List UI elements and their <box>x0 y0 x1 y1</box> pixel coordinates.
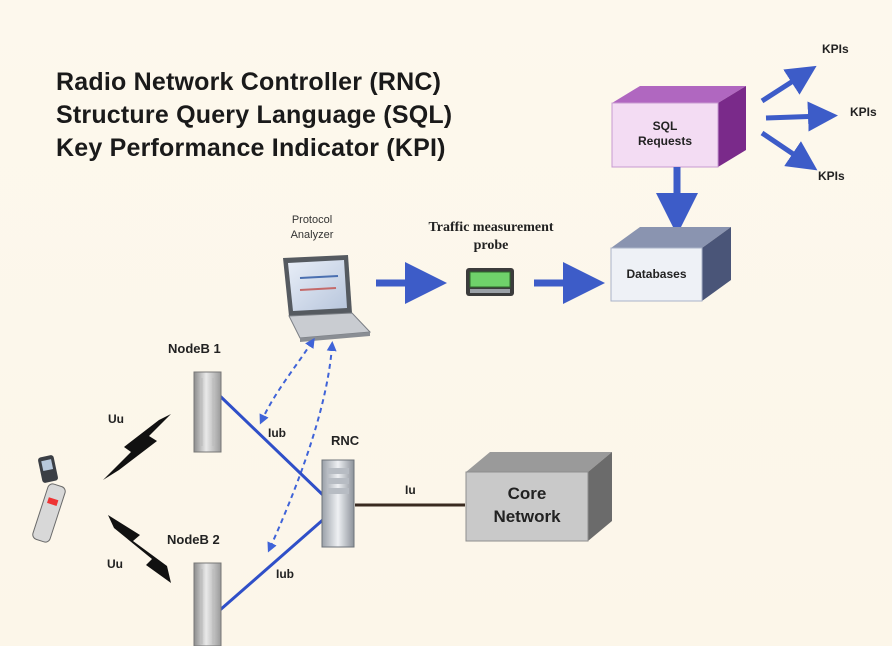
probe-label-line1: Traffic measurement <box>428 220 554 235</box>
nodeb2-tower <box>193 562 222 646</box>
title-kpi: Key Performance Indicator (KPI) <box>56 134 446 162</box>
nodeb1-tower <box>193 371 222 453</box>
sql-box-line1: SQL <box>652 119 678 133</box>
kpi-arrows <box>760 65 838 171</box>
sql-box-line2: Requests <box>637 134 693 148</box>
iu-label: Iu <box>405 483 416 497</box>
uu-bottom-label: Uu <box>107 557 123 571</box>
protocol-analyzer-line2: Analyzer <box>290 229 334 241</box>
uu-top-label: Uu <box>108 412 124 426</box>
protocol-analyzer-line1: Protocol <box>291 214 333 226</box>
radio-links <box>103 414 171 583</box>
probe-device <box>466 268 514 296</box>
iub-bottom-label: Iub <box>276 567 294 581</box>
probe-label-line2: probe <box>473 238 509 253</box>
core-network-line2: Network <box>493 507 561 526</box>
title-sql: Structure Query Language (SQL) <box>56 101 453 129</box>
laptop-icon <box>283 255 372 342</box>
mobile-phone-icon <box>32 455 66 543</box>
databases-label: Databases <box>626 267 687 281</box>
core-network-box <box>465 452 612 542</box>
kpi-label-middle: KPIs <box>850 105 877 119</box>
nodeb2-label: NodeB 2 <box>167 532 220 547</box>
iub-links <box>218 394 327 612</box>
databases-box <box>610 227 731 302</box>
iub-top-label: Iub <box>268 426 286 440</box>
monitoring-links <box>259 337 337 553</box>
nodeb1-label: NodeB 1 <box>168 341 221 356</box>
rnc-server <box>321 459 355 548</box>
kpi-label-bottom: KPIs <box>818 169 845 183</box>
title-rnc: Radio Network Controller (RNC) <box>56 68 442 96</box>
sql-requests-box <box>611 86 746 168</box>
kpi-label-top: KPIs <box>822 42 849 56</box>
core-network-line1: Core <box>507 484 547 503</box>
rnc-label: RNC <box>331 433 360 448</box>
